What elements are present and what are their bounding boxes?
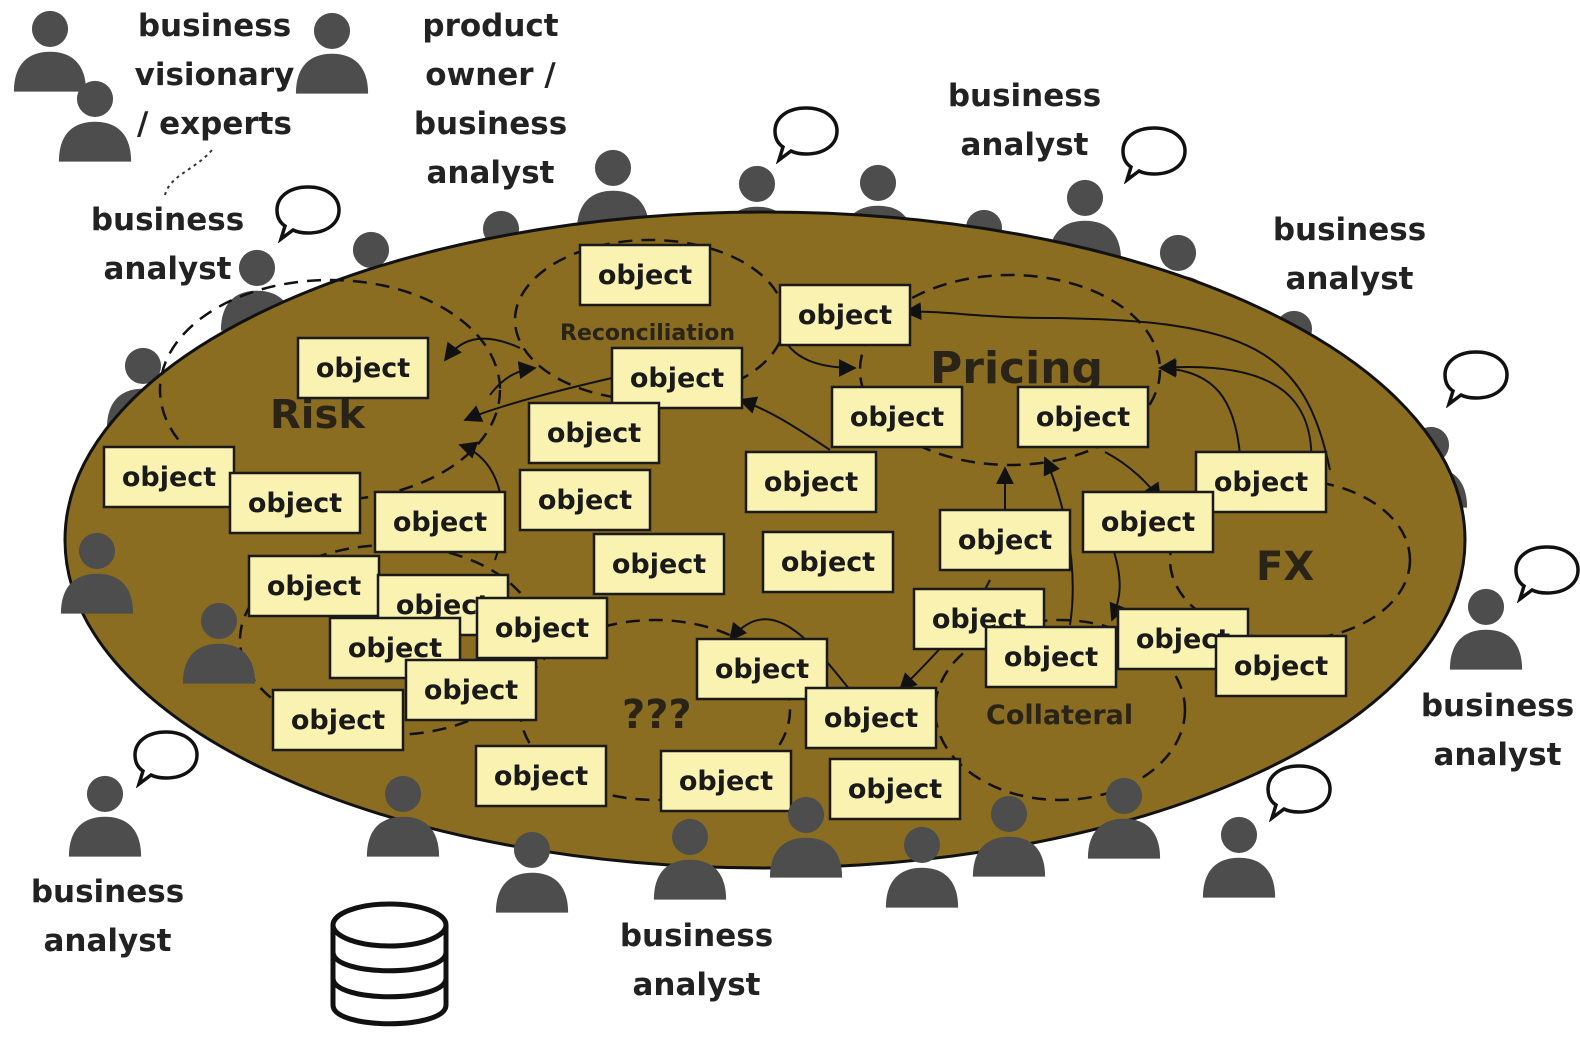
object-card: object [527, 401, 661, 465]
object-card: object [404, 658, 538, 722]
object-label: object [824, 703, 918, 734]
speech-bubble-icon [133, 730, 199, 786]
speech-bubble-icon [1266, 764, 1332, 820]
object-label: object [393, 507, 487, 538]
person-icon [1449, 588, 1523, 670]
object-label: object [1234, 651, 1328, 682]
object-card: object [475, 596, 609, 660]
object-label: object [1214, 467, 1308, 498]
object-card: object [659, 749, 793, 813]
object-label: object [679, 766, 773, 797]
role-label-business-analyst: business analyst [1420, 688, 1575, 773]
domain-label-reconciliation: Reconciliation [560, 321, 735, 346]
object-card: object [804, 686, 938, 750]
collateral-boundary [933, 618, 1187, 802]
speech-bubble-icon [1121, 126, 1187, 182]
object-label: object [122, 462, 216, 493]
domain-label-collateral: Collateral [986, 700, 1133, 731]
person-icon [295, 12, 369, 94]
role-label-business-analyst: business analyst [1272, 212, 1427, 297]
object-label: object [316, 353, 410, 384]
domain-label-risk: Risk [270, 392, 366, 438]
person-icon [68, 775, 142, 857]
role-label-business-analyst: business analyst [90, 202, 245, 287]
role-label-business-analyst: business analyst [30, 874, 185, 959]
object-card: object [828, 757, 962, 821]
object-card: object [102, 445, 236, 509]
object-label: object [1101, 507, 1195, 538]
object-label: object [494, 761, 588, 792]
object-card: object [578, 243, 712, 307]
object-label: object [1004, 642, 1098, 673]
role-label-visionaries: business visionary / experts [134, 8, 295, 142]
speech-bubble-icon [275, 185, 341, 241]
role-label-business-analyst: business analyst [947, 78, 1102, 163]
visionary-connector [164, 149, 213, 196]
object-label: object [958, 525, 1052, 556]
object-label: object [1036, 402, 1130, 433]
object-card: object [830, 385, 964, 449]
object-card: object [228, 471, 362, 535]
object-label: object [291, 705, 385, 736]
object-label: object [424, 675, 518, 706]
object-label: object [848, 774, 942, 805]
role-label-business-analyst: business analyst [619, 918, 774, 1003]
object-card: object [912, 587, 1046, 651]
speech-bubble-icon [773, 106, 839, 162]
object-label: object [798, 300, 892, 331]
object-card: object [1194, 450, 1328, 514]
object-card: object [778, 283, 912, 347]
object-card: object [474, 744, 608, 808]
object-label: object [630, 363, 724, 394]
domain-label-fx: FX [1256, 544, 1314, 590]
speech-bubble-icon [1514, 545, 1580, 601]
object-label: object [538, 485, 632, 516]
domain-label-unknown: ??? [622, 692, 692, 738]
object-label: object [612, 549, 706, 580]
object-card: object [373, 490, 507, 554]
object-label: object [781, 547, 875, 578]
risk-boundary [158, 278, 502, 502]
object-card: object [761, 530, 895, 594]
speech-bubble-icon [1443, 350, 1509, 406]
object-card: object [1214, 634, 1348, 698]
object-label: object [764, 467, 858, 498]
domain-label-pricing: Pricing [930, 343, 1103, 394]
object-label: object [1136, 624, 1230, 655]
object-label: object [598, 260, 692, 291]
object-card: object [1081, 490, 1215, 554]
object-card: object [296, 336, 430, 400]
object-label: object [547, 418, 641, 449]
object-card: object [592, 532, 726, 596]
object-card: object [744, 450, 878, 514]
object-label: object [850, 402, 944, 433]
object-card: object [1016, 385, 1150, 449]
person-icon [1202, 816, 1276, 898]
object-card: object [984, 625, 1118, 689]
object-label: object [396, 590, 490, 621]
object-card: object [610, 346, 744, 410]
object-label: object [267, 571, 361, 602]
object-card: object [518, 468, 652, 532]
object-card: object [271, 688, 405, 752]
database-icon [330, 901, 449, 1027]
person-icon [58, 80, 132, 162]
object-label: object [715, 654, 809, 685]
person-icon [13, 10, 87, 92]
object-card: object [938, 508, 1072, 572]
role-label-product-owner: product owner / business analyst [413, 8, 568, 191]
fx-boundary [1168, 478, 1412, 642]
object-label: object [495, 613, 589, 644]
object-label: object [248, 488, 342, 519]
object-card: object [247, 554, 381, 618]
